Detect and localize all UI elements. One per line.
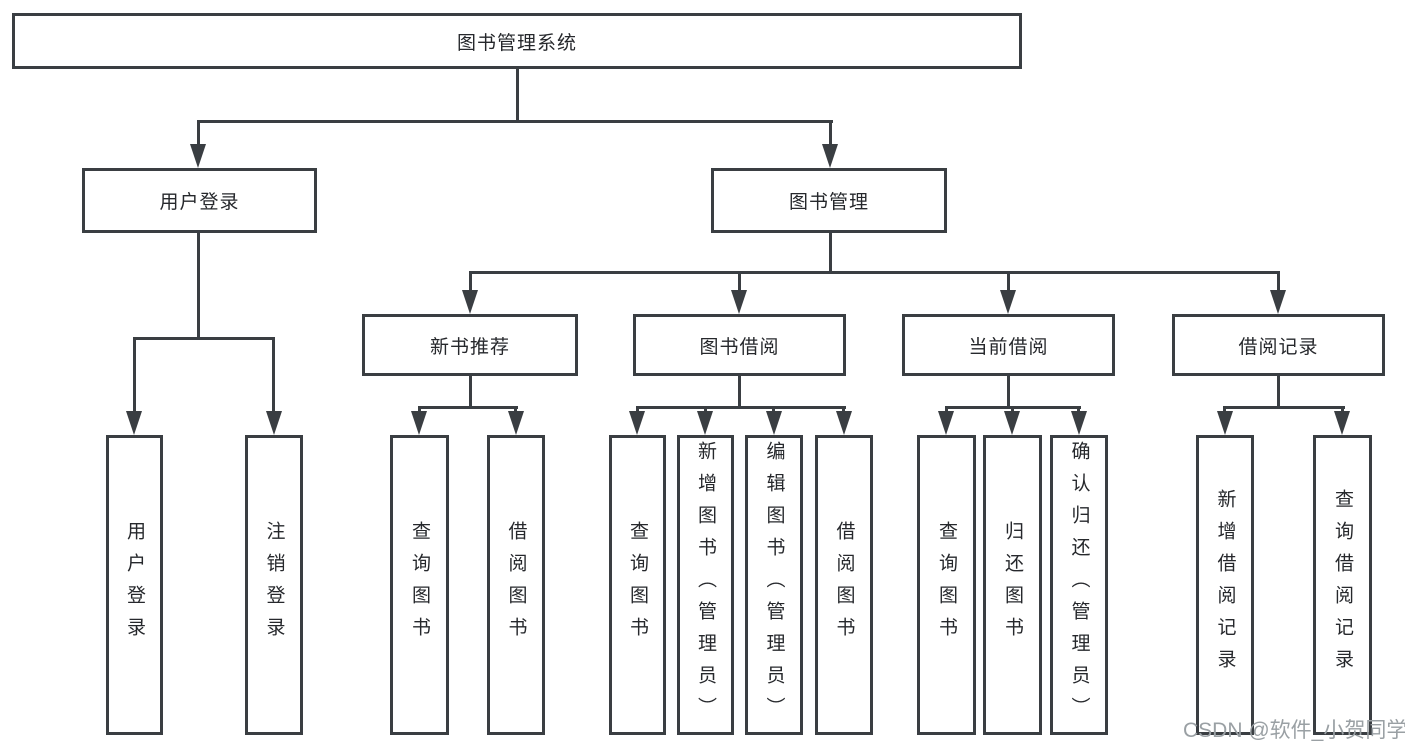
connector-line	[829, 233, 832, 273]
leaf-logout-label: 注销登录	[263, 521, 285, 649]
node-current-borrow: 当前借阅	[902, 314, 1115, 376]
arrowhead-down-icon	[1270, 290, 1286, 314]
arrowhead-down-icon	[697, 411, 713, 435]
connector-line	[704, 406, 707, 415]
leaf-user-login: 用户登录	[106, 435, 163, 735]
connector-line	[514, 406, 517, 415]
node-new-book-recommend: 新书推荐	[362, 314, 578, 376]
leaf-borrow-query-label: 查询图书	[627, 521, 648, 649]
arrowhead-down-icon	[1217, 411, 1233, 435]
leaf-borrow-edit-book-label: 编辑图书（管理员）	[763, 441, 785, 729]
connector-line	[469, 271, 1280, 274]
connector-line	[772, 406, 775, 415]
connector-line	[829, 120, 832, 148]
connector-line	[272, 337, 275, 415]
leaf-borrow-book-label: 借阅图书	[833, 521, 855, 649]
connector-line	[1077, 406, 1080, 415]
connector-line	[133, 337, 275, 340]
connector-line	[1007, 271, 1010, 293]
connector-line	[738, 376, 741, 408]
node-borrow-records: 借阅记录	[1172, 314, 1385, 376]
leaf-query-borrow-record: 查询借阅记录	[1313, 435, 1372, 735]
arrowhead-down-icon	[731, 290, 747, 314]
connector-line	[197, 120, 833, 123]
node-user-login: 用户登录	[82, 168, 317, 233]
csdn-watermark: CSDN @软件_小贺同学	[1183, 719, 1405, 742]
connector-line	[516, 68, 519, 120]
node-root-label: 图书管理系统	[456, 32, 577, 54]
connector-line	[469, 271, 472, 293]
connector-line	[1341, 406, 1344, 415]
arrowhead-down-icon	[126, 411, 142, 435]
arrowhead-down-icon	[822, 144, 838, 168]
leaf-user-login-label: 用户登录	[124, 521, 145, 649]
leaf-borrow-add-book: 新增图书（管理员）	[677, 435, 734, 735]
arrowhead-down-icon	[938, 411, 954, 435]
node-root: 图书管理系统	[12, 13, 1022, 69]
leaf-borrow-query: 查询图书	[609, 435, 666, 735]
connector-line	[1277, 271, 1280, 293]
leaf-newbook-query: 查询图书	[390, 435, 449, 735]
leaf-borrow-book: 借阅图书	[815, 435, 873, 735]
node-user-login-label: 用户登录	[159, 192, 240, 213]
leaf-add-borrow-record: 新增借阅记录	[1196, 435, 1254, 735]
connector-line	[418, 406, 518, 409]
arrowhead-down-icon	[1334, 411, 1350, 435]
leaf-add-borrow-record-label: 新增借阅记录	[1214, 489, 1236, 681]
leaf-confirm-return-label: 确认归还（管理员）	[1068, 441, 1090, 729]
connector-line	[1007, 376, 1010, 408]
arrowhead-down-icon	[1004, 411, 1020, 435]
arrowhead-down-icon	[836, 411, 852, 435]
connector-line	[133, 337, 136, 415]
connector-line	[1011, 406, 1014, 415]
connector-line	[842, 406, 845, 415]
connector-line	[197, 233, 200, 338]
arrowhead-down-icon	[266, 411, 282, 435]
leaf-newbook-query-label: 查询图书	[409, 521, 430, 649]
connector-line	[1223, 406, 1226, 415]
leaf-confirm-return: 确认归还（管理员）	[1050, 435, 1108, 735]
connector-line	[418, 406, 421, 415]
leaf-borrow-edit-book: 编辑图书（管理员）	[745, 435, 803, 735]
connector-line	[197, 120, 200, 148]
leaf-newbook-borrow: 借阅图书	[487, 435, 545, 735]
node-current-borrow-label: 当前借阅	[968, 336, 1049, 358]
arrowhead-down-icon	[462, 290, 478, 314]
connector-line	[945, 406, 948, 415]
arrowhead-down-icon	[1071, 411, 1087, 435]
arrowhead-down-icon	[629, 411, 645, 435]
node-book-management: 图书管理	[711, 168, 947, 233]
connector-line	[636, 406, 639, 415]
arrowhead-down-icon	[190, 144, 206, 168]
node-book-borrow: 图书借阅	[633, 314, 846, 376]
node-new-book-recommend-label: 新书推荐	[429, 336, 510, 358]
node-book-borrow-label: 图书借阅	[699, 336, 780, 358]
leaf-query-borrow-record-label: 查询借阅记录	[1332, 489, 1353, 681]
leaf-borrow-add-book-label: 新增图书（管理员）	[695, 441, 716, 729]
leaf-return-book-label: 归还图书	[1002, 521, 1023, 649]
connector-line	[1224, 406, 1345, 409]
leaf-current-query-label: 查询图书	[936, 521, 957, 649]
arrowhead-down-icon	[1000, 290, 1016, 314]
node-book-management-label: 图书管理	[788, 192, 869, 213]
connector-line	[738, 271, 741, 293]
connector-line	[1277, 376, 1280, 408]
leaf-current-query: 查询图书	[917, 435, 976, 735]
leaf-return-book: 归还图书	[983, 435, 1042, 735]
connector-line	[636, 406, 846, 409]
connector-line	[469, 375, 472, 408]
arrowhead-down-icon	[766, 411, 782, 435]
arrowhead-down-icon	[411, 411, 427, 435]
node-borrow-records-label: 借阅记录	[1238, 336, 1319, 358]
arrowhead-down-icon	[508, 411, 524, 435]
leaf-logout: 注销登录	[245, 435, 303, 735]
leaf-newbook-borrow-label: 借阅图书	[505, 521, 527, 649]
